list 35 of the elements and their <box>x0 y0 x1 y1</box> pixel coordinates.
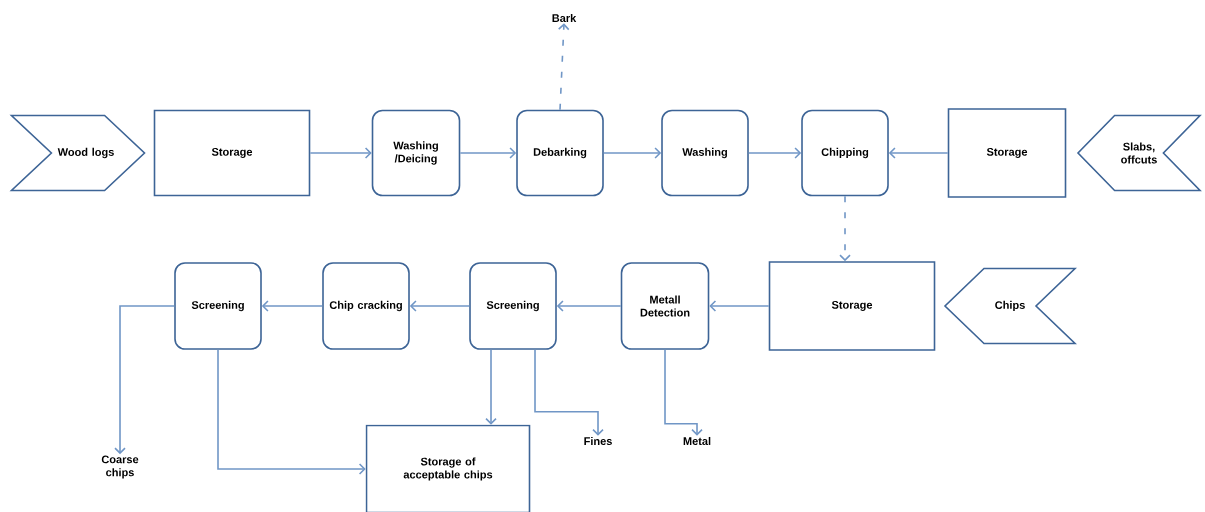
process-box: Chip cracking <box>322 262 410 350</box>
arrow <box>409 300 470 312</box>
process-box: Screening <box>174 262 262 350</box>
output-label: Bark <box>552 13 577 23</box>
input-chevron: Chips <box>943 267 1077 345</box>
output-label: Fines <box>584 436 612 446</box>
process-box: Metall Detection <box>620 262 710 350</box>
arrow <box>534 349 604 436</box>
output-label: Coarse chips <box>101 455 139 479</box>
arrow <box>485 349 497 425</box>
storage-box: Storage of acceptable chips <box>365 424 531 512</box>
process-box: Washing <box>661 109 749 197</box>
process-box: Screening <box>469 262 557 350</box>
arrow <box>603 147 662 159</box>
process-box: Chipping <box>801 109 889 197</box>
storage-box: Storage <box>153 109 311 197</box>
arrow <box>114 305 175 455</box>
input-chevron: Slabs, offcuts <box>1076 114 1202 192</box>
arrow <box>309 147 372 159</box>
arrow <box>748 147 802 159</box>
output-label: Metal <box>683 436 711 446</box>
arrow <box>217 349 366 475</box>
process-box: Washing /Deicing <box>371 109 461 197</box>
arrow <box>459 147 517 159</box>
arrow <box>888 147 949 159</box>
arrow <box>709 300 770 312</box>
storage-box: Storage <box>947 108 1067 198</box>
input-chevron: Wood logs <box>9 114 146 192</box>
arrow <box>664 349 703 436</box>
arrow <box>261 300 323 312</box>
arrow <box>557 23 570 111</box>
storage-box: Storage <box>768 261 936 351</box>
arrow <box>556 300 622 312</box>
arrow <box>839 195 851 262</box>
process-box: Debarking <box>516 109 604 197</box>
